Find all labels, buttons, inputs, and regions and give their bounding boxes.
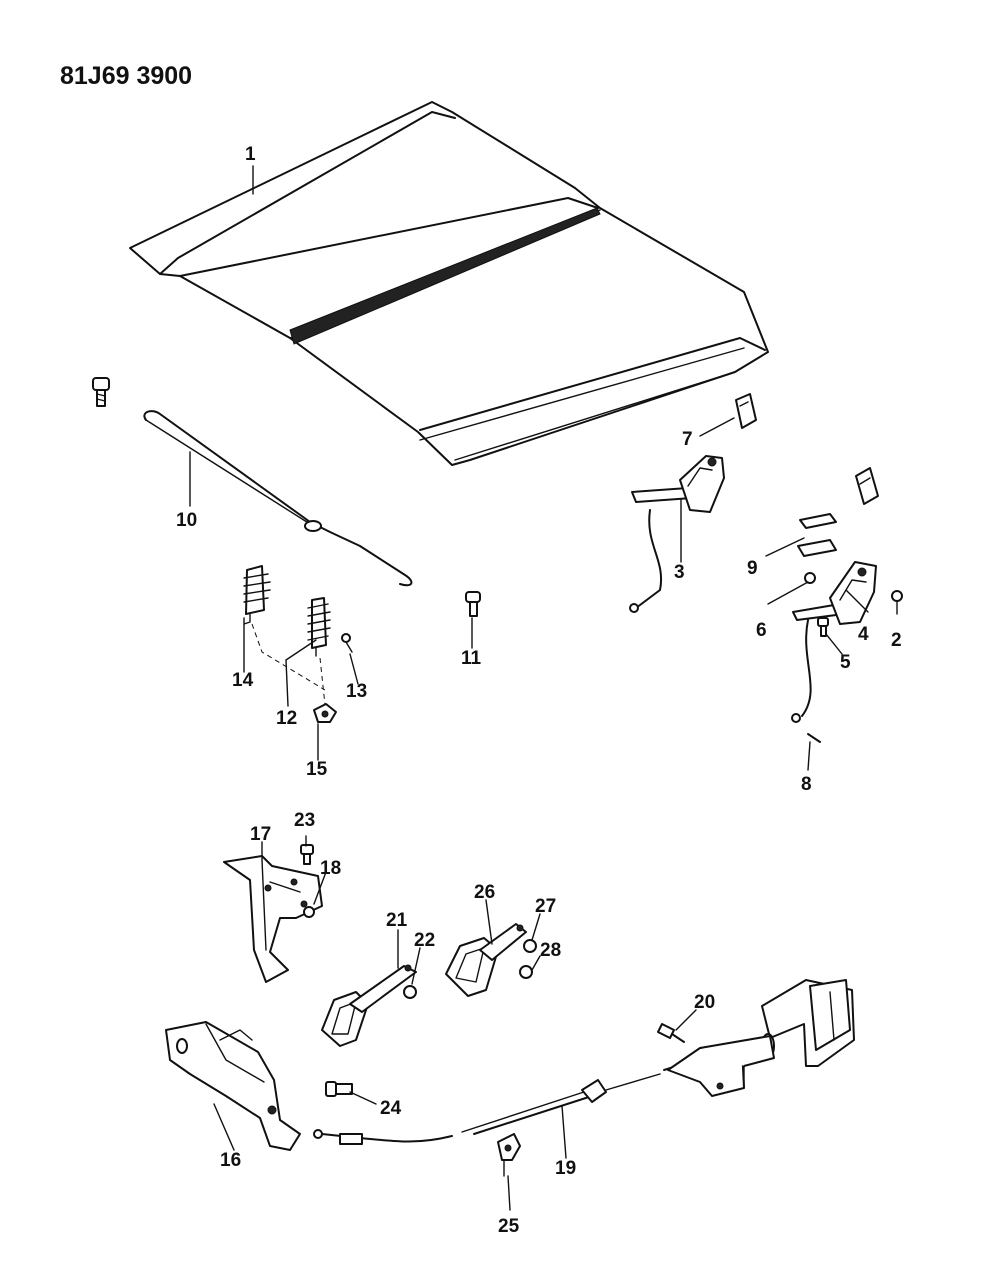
striker-21	[321, 964, 417, 1047]
callout-11: 11	[461, 648, 482, 669]
clip-15	[313, 703, 337, 723]
bolt-11	[465, 591, 481, 617]
nut-27	[523, 939, 537, 953]
callout-10: 10	[176, 510, 197, 531]
callout-21: 21	[386, 910, 408, 931]
callout-18: 18	[320, 858, 341, 879]
shim-9	[797, 513, 837, 557]
callout-14: 14	[232, 670, 254, 691]
striker-26	[445, 923, 527, 997]
callout-19: 19	[555, 1158, 576, 1179]
safety-catch-17	[223, 855, 323, 983]
callout-labels: 1 2 3 4 5 6 7 8 9 10 11 12 13 14 15 16 1…	[176, 144, 902, 1237]
diagram-code: 81J69 3900	[60, 62, 192, 90]
hood-panel	[129, 101, 769, 466]
callout-15: 15	[306, 759, 328, 780]
pin-8	[807, 733, 821, 743]
callout-22: 22	[414, 930, 435, 951]
spring-dashed-guide-2	[319, 657, 326, 706]
nut-22	[403, 985, 417, 999]
callout-13: 13	[346, 681, 367, 702]
hood-latch-16	[165, 1021, 301, 1151]
cable-clip-25	[497, 1133, 521, 1177]
callout-17: 17	[250, 824, 271, 845]
callout-23: 23	[294, 810, 315, 831]
bumper-7	[735, 393, 757, 429]
hood-spring-right	[307, 597, 331, 657]
callout-27: 27	[535, 896, 556, 917]
nut-2	[891, 590, 903, 602]
callout-9: 9	[747, 558, 758, 579]
bolt-5	[817, 617, 829, 637]
callout-8: 8	[801, 774, 812, 795]
hood-spring-left	[243, 565, 271, 625]
prop-rod	[143, 410, 413, 587]
nut-28	[519, 965, 533, 979]
screw-13	[341, 633, 353, 653]
bolt-24	[325, 1081, 353, 1097]
leader-lines	[189, 165, 898, 1211]
callout-5: 5	[840, 652, 851, 673]
callout-26: 26	[474, 882, 495, 903]
callout-2: 2	[891, 630, 902, 651]
release-cable-19	[313, 1061, 691, 1145]
bolt-upper-left	[92, 377, 110, 407]
callout-6: 6	[756, 620, 767, 641]
callout-4: 4	[858, 624, 869, 645]
callout-16: 16	[220, 1150, 241, 1171]
callout-20: 20	[694, 992, 715, 1013]
callout-24: 24	[380, 1098, 402, 1119]
callout-3: 3	[674, 562, 685, 583]
spring-dashed-guide	[251, 623, 326, 691]
nut-6	[804, 572, 816, 584]
callout-12: 12	[276, 708, 297, 729]
callout-28: 28	[540, 940, 561, 961]
bolt-23	[300, 844, 314, 865]
bumper-right	[855, 467, 879, 505]
callout-25: 25	[498, 1216, 520, 1237]
bolt-20	[657, 1023, 685, 1043]
release-handle-bracket	[667, 979, 855, 1097]
callout-1: 1	[245, 144, 256, 165]
hood-hinge-left	[629, 455, 725, 613]
nut-18	[303, 906, 315, 918]
callout-7: 7	[682, 429, 693, 450]
